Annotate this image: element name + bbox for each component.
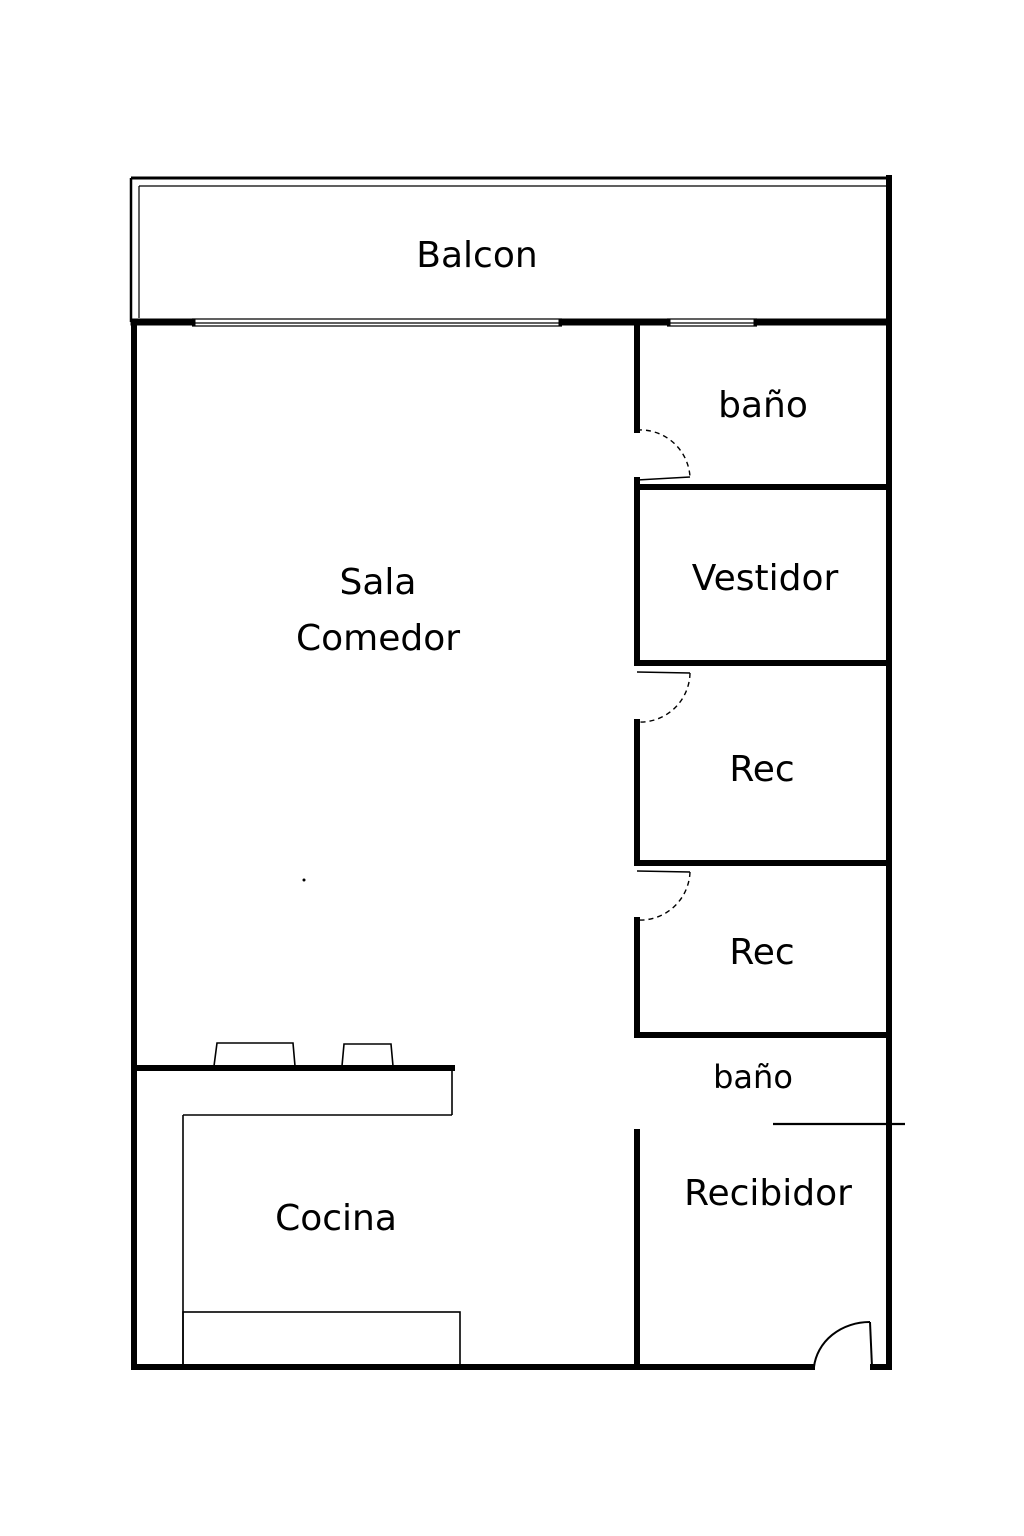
window-bathroom: [667, 318, 757, 327]
door-bathroom-top[interactable]: [636, 429, 691, 481]
door-bedroom[interactable]: [636, 870, 691, 921]
room-label-balcony: Balcon: [416, 235, 537, 276]
marker-dot: [302, 878, 306, 882]
room-label-living: Sala: [340, 562, 417, 603]
room-label-dining: Comedor: [296, 618, 460, 659]
door-entrance[interactable]: [813, 1320, 873, 1368]
appliance-icon: [341, 1043, 394, 1067]
interior-walls: [634, 319, 905, 1370]
room-label-closet: Vestidor: [692, 558, 839, 599]
window-living: [192, 318, 562, 327]
room-label-bathroom-bottom: baño: [713, 1058, 793, 1096]
appliance-icon: [213, 1042, 296, 1067]
room-label-bathroom-top: baño: [718, 385, 808, 426]
room-label-bedroom-1: Rec: [729, 749, 794, 790]
exterior-walls: [131, 175, 892, 1370]
room-label-kitchen: Cocina: [275, 1198, 397, 1239]
door-closet[interactable]: [636, 671, 691, 723]
room-label-foyer: Recibidor: [684, 1173, 852, 1214]
kitchen-counter: [131, 1065, 461, 1366]
room-label-bedroom-2: Rec: [729, 932, 794, 973]
balcony-outline: [129, 176, 891, 322]
